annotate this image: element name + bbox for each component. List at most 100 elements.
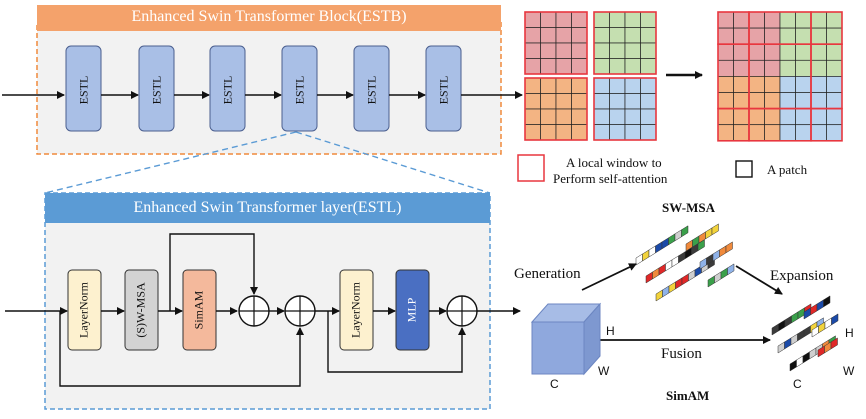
patch-cell: [810, 108, 827, 126]
token-cell: [791, 311, 799, 324]
patch-cell: [593, 93, 610, 110]
zoom-line-left: [44, 131, 297, 194]
patch-cell: [717, 59, 734, 77]
token-cell: [712, 249, 720, 262]
estl-block-label: ESTL: [364, 75, 378, 105]
token-cell: [671, 255, 679, 268]
patch-cell: [826, 92, 843, 109]
patch-cell: [640, 124, 657, 141]
estl-block: [425, 45, 462, 132]
token-cell: [652, 267, 660, 280]
patch-cell: [640, 42, 657, 59]
patch-cell: [779, 59, 796, 77]
patch-cell: [524, 27, 541, 44]
cube-w-label: W: [598, 364, 610, 378]
patch-cell: [609, 27, 626, 44]
estb-header-bar: [37, 5, 501, 31]
expansion-label: Expansion: [770, 268, 834, 284]
token-cell: [705, 227, 713, 240]
token-cell: [711, 223, 719, 236]
token-cell: [674, 229, 682, 242]
patch-cell: [624, 108, 641, 125]
patch-cell: [748, 108, 765, 126]
patch-cell: [717, 124, 734, 142]
feature-cube-front: [531, 321, 585, 375]
token-cell: [777, 341, 785, 354]
patch-cell: [609, 11, 626, 28]
patch-cell: [571, 77, 588, 94]
patch-cell: [555, 108, 572, 125]
patch-cell: [810, 59, 827, 77]
cube-c-label: C: [550, 377, 559, 391]
token-cell: [655, 289, 663, 302]
estl-block: [209, 45, 246, 132]
patch-cell: [733, 27, 750, 45]
patch-cell: [779, 11, 796, 29]
token-cell: [789, 359, 797, 372]
patch-cell: [748, 43, 765, 61]
token-cell: [655, 241, 663, 254]
token-cell: [797, 307, 805, 320]
patch-cell: [555, 11, 572, 28]
patch-cell: [717, 27, 734, 45]
patch-cell: [764, 92, 781, 109]
sw-msa-title: SW-MSA: [662, 200, 715, 215]
layernorm1-block: [67, 269, 102, 351]
patch-cell: [555, 93, 572, 110]
token-cell: [810, 303, 818, 316]
token-cell: [668, 233, 676, 246]
patch-cell: [571, 124, 588, 141]
patch-cell: [795, 76, 812, 93]
patch-cell: [555, 42, 572, 59]
patch-cell: [826, 43, 843, 61]
shifted-window: [810, 107, 843, 142]
patch-cell: [593, 77, 610, 94]
patch-cell: [593, 27, 610, 44]
legend-patch-label: A patch: [767, 162, 808, 177]
shifted-window-grid: [717, 11, 843, 142]
simam-label: SimAM: [191, 290, 206, 330]
local-window: [524, 11, 588, 75]
generation-arrow: [581, 263, 637, 291]
patch-cell: [609, 42, 626, 59]
patch-cell: [795, 11, 812, 29]
patch-cell: [810, 124, 827, 142]
token-cell: [824, 317, 832, 330]
token-cell: [714, 271, 722, 284]
layernorm2-block: [339, 269, 374, 351]
patch-cell: [571, 42, 588, 59]
token-cell: [642, 249, 650, 262]
layernorm2-label: LayerNorm: [348, 282, 363, 338]
patch-cell: [640, 58, 657, 75]
patch-cell: [764, 43, 781, 61]
token-cell: [796, 355, 804, 368]
patch-cell: [810, 92, 827, 109]
patch-cell: [524, 42, 541, 59]
estl-title: Enhanced Swin Transformer layer(ESTL): [133, 199, 402, 216]
patch-cell: [540, 42, 557, 59]
patch-cell: [764, 124, 781, 142]
patch-cell: [795, 108, 812, 126]
patch-cell: [795, 27, 812, 45]
patch-cell: [826, 108, 843, 126]
legend-patch-swatch: [735, 160, 753, 178]
estl-block: [138, 45, 175, 132]
patch-cell: [779, 27, 796, 45]
patch-cell: [524, 58, 541, 75]
patch-cell: [826, 11, 843, 29]
patch-cell: [826, 59, 843, 77]
patch-cell: [779, 92, 796, 109]
patch-cell: [733, 124, 750, 142]
estl-block-label: ESTL: [220, 75, 234, 105]
generation-label: Generation: [514, 266, 581, 282]
patch-cell: [717, 11, 734, 29]
patch-cell: [540, 93, 557, 110]
patch-cell: [571, 11, 588, 28]
token-cell: [725, 241, 733, 254]
patch-cell: [733, 92, 750, 109]
patch-cell: [779, 108, 796, 126]
patch-cell: [795, 124, 812, 142]
patch-cell: [540, 11, 557, 28]
window-partition-grid: [524, 11, 657, 141]
